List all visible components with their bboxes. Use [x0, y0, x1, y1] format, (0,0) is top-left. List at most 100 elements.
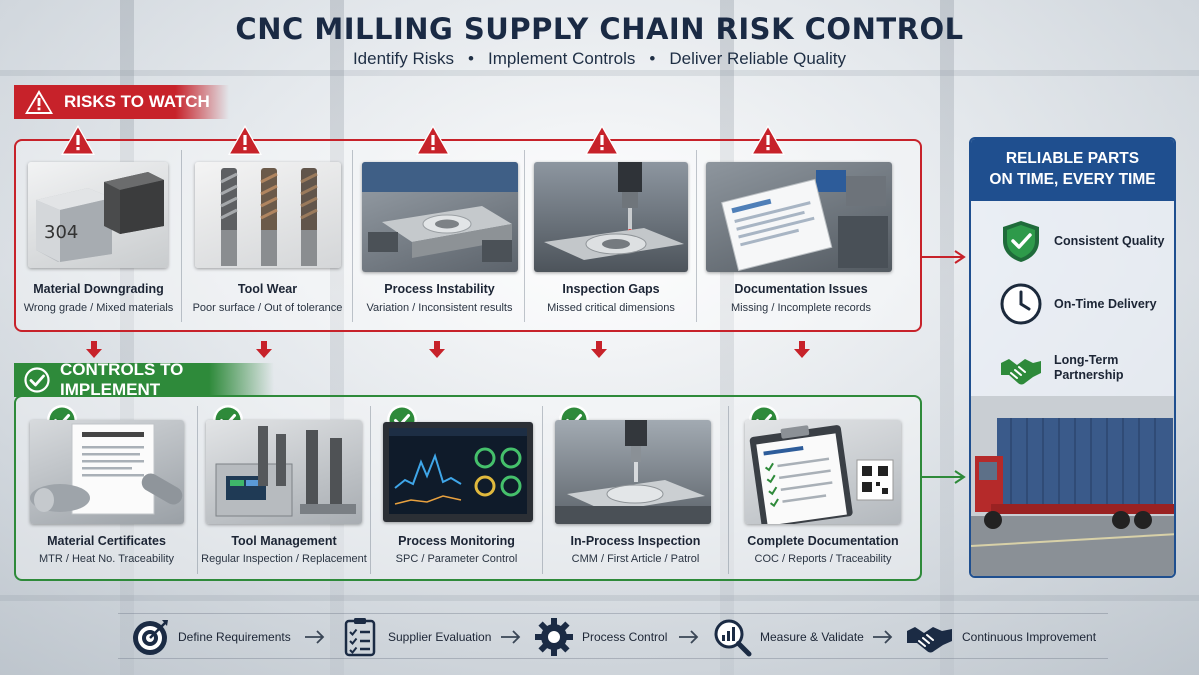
paperwork-image: [706, 162, 892, 272]
risks-banner: RISKS TO WATCH: [14, 85, 229, 119]
arrow-right-icon: [873, 630, 893, 644]
end-mills-image: [195, 162, 341, 268]
risk-divider: [352, 150, 353, 322]
risk-card-documentation-issues: Documentation Issues Missing / Incomplet…: [698, 158, 904, 328]
controls-banner-label: CONTROLS TO IMPLEMENT: [60, 360, 184, 399]
process-step-label: Process Control: [582, 630, 668, 644]
arrow-down-icon: [794, 341, 810, 358]
risk-desc: Missing / Incomplete records: [731, 302, 871, 314]
process-step-supplier-evaluation: Supplier Evaluation: [340, 614, 491, 660]
arrow-right-icon: [679, 630, 699, 644]
outcome-item-delivery: On-Time Delivery: [971, 282, 1174, 328]
control-divider: [370, 406, 371, 574]
outcome-panel: RELIABLE PARTS ON TIME, EVERY TIME Consi…: [969, 137, 1176, 578]
material-blocks-image: 304: [28, 162, 168, 268]
control-name: Tool Management: [231, 534, 337, 548]
process-step-define-requirements: Define Requirements: [130, 614, 291, 660]
arrow-down-icon: [86, 341, 102, 358]
risk-divider: [181, 150, 182, 322]
arrow-right-icon: [305, 630, 325, 644]
risk-desc: Missed critical dimensions: [547, 302, 675, 314]
controls-banner: CONTROLS TO IMPLEMENT: [14, 360, 274, 399]
target-icon: [133, 620, 168, 655]
certificate-image: [30, 420, 184, 524]
page-title: CNC MILLING SUPPLY CHAIN RISK CONTROL: [235, 12, 964, 46]
process-step-label: Supplier Evaluation: [388, 630, 492, 644]
fixture-part-image: [362, 162, 518, 272]
outcome-label: Consistent Quality: [1054, 234, 1165, 248]
control-name: Process Monitoring: [398, 534, 515, 548]
control-desc: Regular Inspection / Replacement: [201, 553, 367, 565]
arrow-down-icon: [591, 341, 607, 358]
outcome-item-partnership: Long-Term Partnership: [971, 347, 1174, 393]
control-card-process-monitoring: Process Monitoring SPC / Parameter Contr…: [371, 418, 542, 578]
risk-divider: [696, 150, 697, 322]
gear-icon: [535, 618, 573, 656]
risk-name: Process Instability: [384, 282, 495, 296]
warning-icon: [416, 125, 450, 155]
control-name: In-Process Inspection: [570, 534, 701, 548]
control-divider: [728, 406, 729, 574]
container-truck-image: [971, 396, 1174, 576]
subtitle-deliver: Deliver Reliable Quality: [669, 49, 847, 68]
tool-presetter-image: [206, 420, 362, 524]
warning-icon: [751, 125, 785, 155]
warning-icon: [585, 125, 619, 155]
control-divider: [542, 406, 543, 574]
warning-icon: [24, 89, 54, 115]
shield-check-icon: [1003, 221, 1039, 262]
process-flow: Define Requirements Supplier Evaluation …: [118, 613, 1108, 659]
outcome-title-line2: ON TIME, EVERY TIME: [989, 171, 1156, 188]
risk-card-tool-wear: Tool Wear Poor surface / Out of toleranc…: [183, 158, 352, 328]
magnifier-chart-icon: [714, 619, 752, 657]
outcome-title: RELIABLE PARTS ON TIME, EVERY TIME: [971, 139, 1174, 201]
process-step-label: Continuous Improvement: [962, 630, 1097, 644]
outcome-label-line2: Partnership: [1054, 368, 1124, 382]
risk-desc: Poor surface / Out of tolerance: [192, 302, 343, 314]
risk-card-process-instability: Process Instability Variation / Inconsis…: [354, 158, 525, 328]
control-card-tool-management: Tool Management Regular Inspection / Rep…: [198, 418, 370, 578]
warning-icon: [228, 125, 262, 155]
process-step-process-control: Process Control: [534, 614, 667, 660]
risk-name: Inspection Gaps: [562, 282, 660, 296]
probe-inspection-image: [534, 162, 688, 272]
subtitle-identify: Identify Risks: [352, 49, 455, 68]
risk-name: Material Downgrading: [33, 282, 164, 296]
clipboard-checklist-image: [745, 420, 901, 524]
checklist-icon: [344, 618, 376, 657]
arrow-right-icon: [501, 630, 521, 644]
process-step-label: Measure & Validate: [760, 630, 864, 644]
cmm-inspection-image: [555, 420, 711, 524]
risks-banner-label: RISKS TO WATCH: [64, 92, 210, 111]
risk-divider: [524, 150, 525, 322]
control-desc: CMM / First Article / Patrol: [571, 553, 700, 565]
control-desc: SPC / Parameter Control: [395, 553, 518, 565]
control-card-complete-documentation: Complete Documentation COC / Reports / T…: [729, 418, 917, 578]
control-to-outcome-arrow: [922, 470, 966, 484]
process-step-measure-validate: Measure & Validate: [712, 614, 864, 660]
monitoring-dashboard-image: [383, 422, 533, 522]
control-divider: [197, 406, 198, 574]
arrow-down-icon: [429, 341, 445, 358]
risk-desc: Wrong grade / Mixed materials: [23, 302, 174, 314]
process-step-label: Define Requirements: [178, 630, 291, 644]
risk-desc: Variation / Inconsistent results: [366, 302, 513, 314]
clock-icon: [1000, 283, 1042, 325]
risk-name: Documentation Issues: [734, 282, 868, 296]
control-desc: MTR / Heat No. Traceability: [38, 553, 175, 565]
handshake-icon: [1001, 359, 1041, 385]
grade-304-label: 304: [44, 222, 78, 243]
risk-name: Tool Wear: [237, 282, 298, 296]
check-circle-icon: [24, 367, 50, 393]
outcome-label: Long-Term Partnership: [1054, 353, 1123, 383]
control-name: Complete Documentation: [747, 534, 899, 548]
outcome-item-quality: Consistent Quality: [971, 219, 1174, 265]
control-card-in-process-inspection: In-Process Inspection CMM / First Articl…: [543, 418, 728, 578]
outcome-label-line1: Long-Term: [1054, 353, 1119, 367]
outcome-title-line1: RELIABLE PARTS: [1005, 150, 1140, 167]
risk-card-inspection-gaps: Inspection Gaps Missed critical dimensio…: [526, 158, 696, 328]
risk-to-outcome-arrow: [922, 250, 966, 264]
outcome-label: On-Time Delivery: [1054, 297, 1157, 311]
control-card-material-certificates: Material Certificates MTR / Heat No. Tra…: [16, 418, 197, 578]
risk-card-material-downgrading: 304 Material Downgrading Wrong grade / M…: [16, 158, 181, 328]
